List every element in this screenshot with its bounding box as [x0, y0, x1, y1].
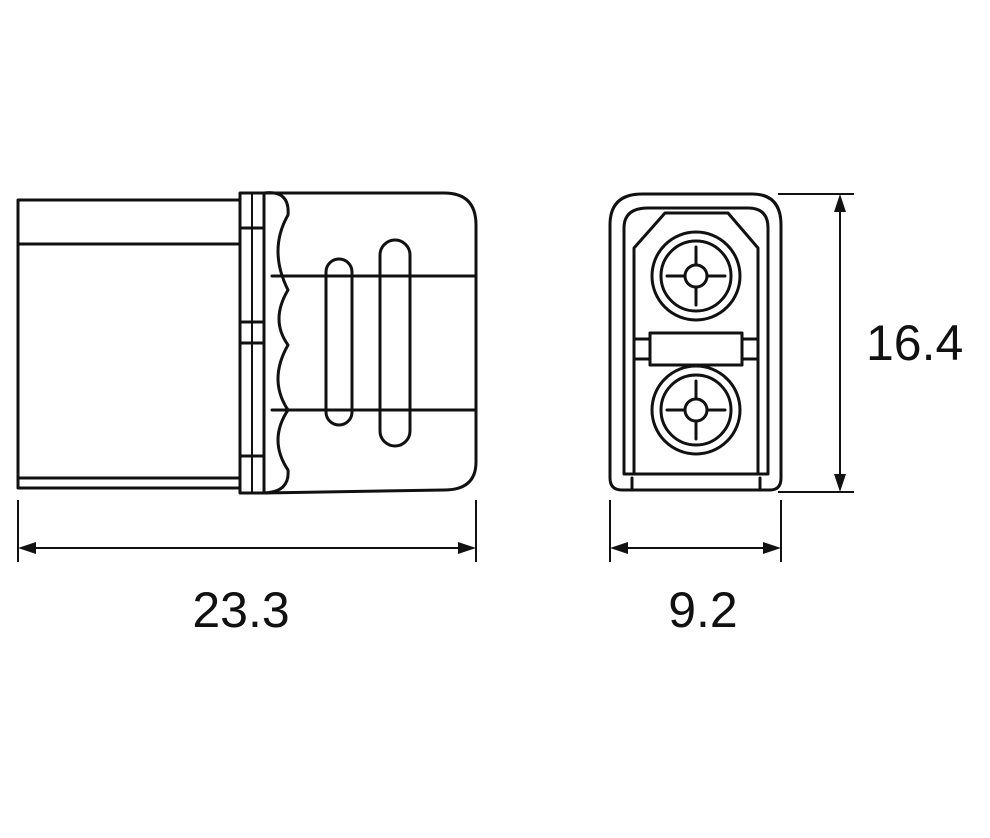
dimension-width-label: 9.2	[668, 582, 738, 638]
side-view-front-housing	[262, 191, 478, 495]
dimension-height: 16.4	[778, 193, 963, 493]
dimension-width: 9.2	[609, 500, 782, 638]
front-view-insulator	[632, 211, 760, 476]
front-view-outer-shell	[608, 192, 783, 492]
dimension-height-label: 16.4	[866, 315, 963, 371]
front-view	[608, 192, 783, 492]
side-view	[16, 191, 478, 495]
front-view-contact-upper	[650, 230, 742, 322]
front-view-bridge	[632, 331, 760, 367]
front-view-inner-rim	[622, 206, 770, 476]
dimension-length-label: 23.3	[192, 582, 289, 638]
front-view-contact-lower	[650, 364, 742, 456]
side-view-rear-body	[16, 198, 242, 490]
side-view-grip-rib-large	[378, 238, 412, 448]
side-view-flange	[238, 191, 266, 495]
dimension-length: 23.3	[17, 500, 477, 638]
side-view-grip-rib-small	[324, 257, 354, 427]
